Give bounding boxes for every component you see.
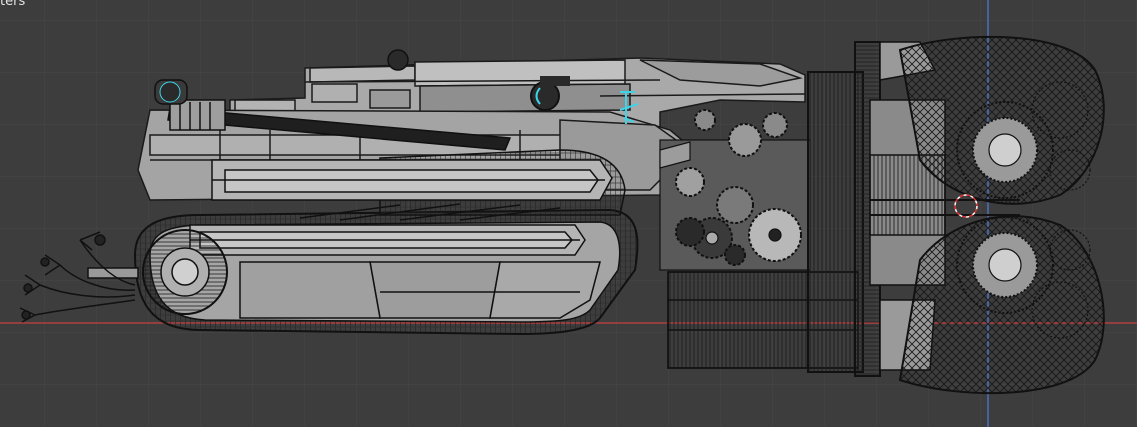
3d-cursor[interactable] bbox=[954, 194, 978, 218]
drill-cylinder[interactable] bbox=[667, 41, 1020, 377]
gun-barrel[interactable] bbox=[154, 79, 512, 151]
track-assembly[interactable] bbox=[133, 149, 639, 336]
gear-cluster[interactable] bbox=[659, 109, 811, 271]
selected-elements[interactable] bbox=[387, 49, 639, 124]
spiral-drill-heads[interactable] bbox=[898, 35, 1105, 395]
claw-arms[interactable] bbox=[19, 231, 139, 323]
